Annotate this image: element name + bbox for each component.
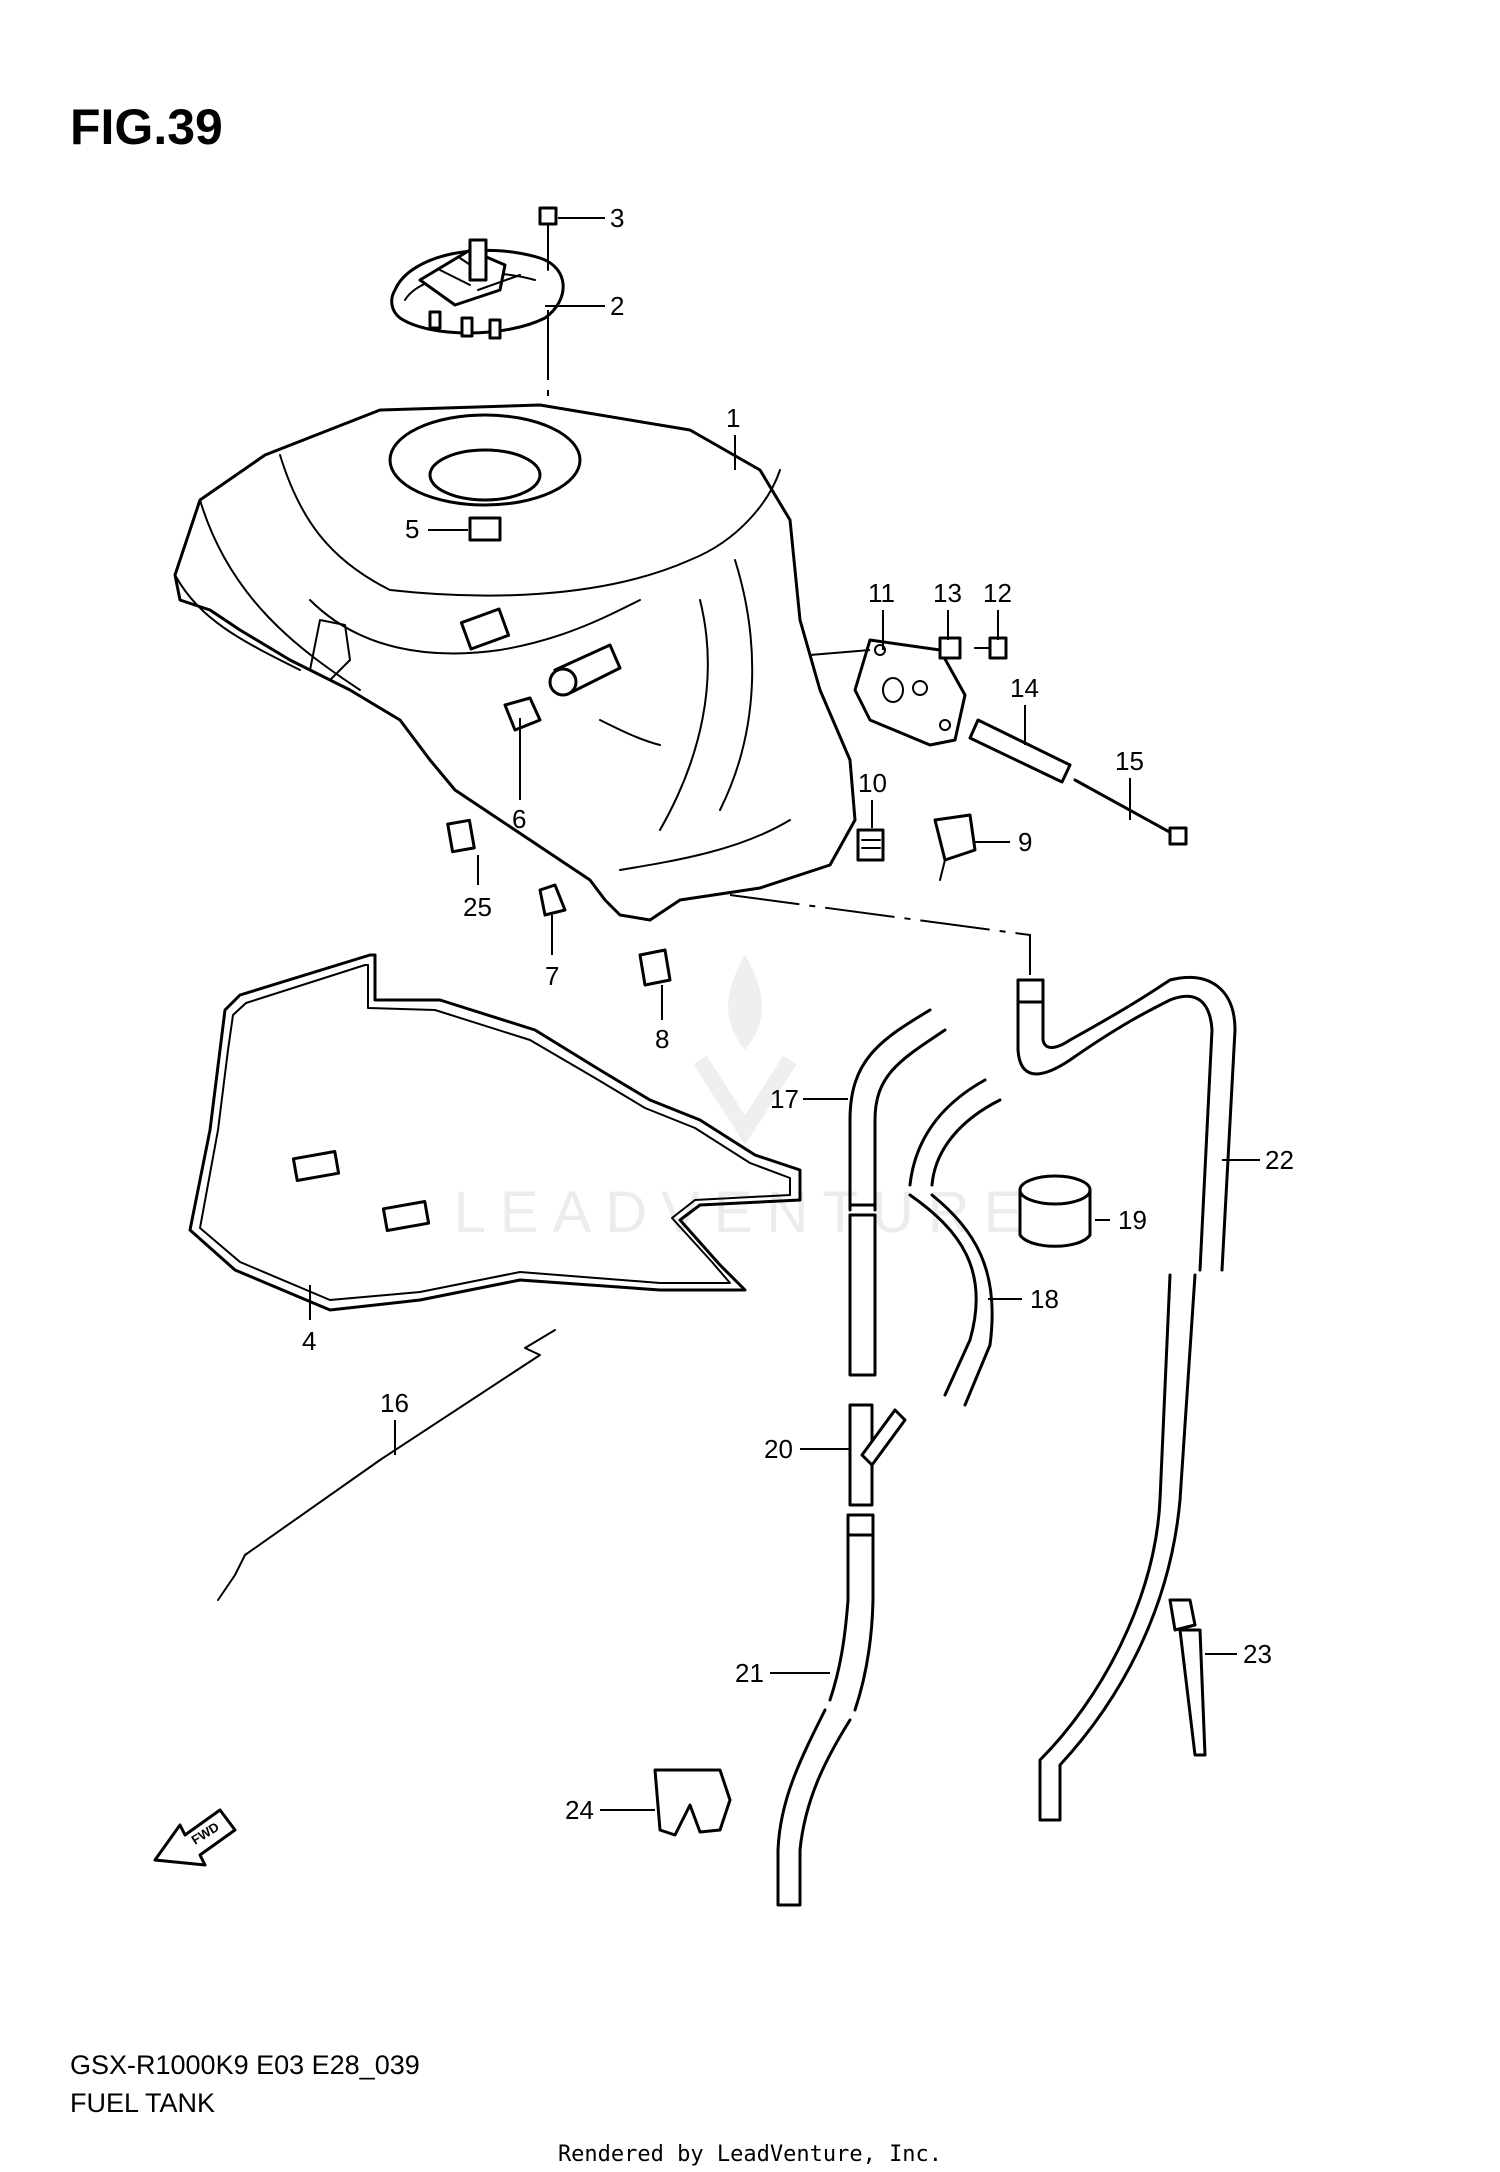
tank-cover-4 [188, 953, 802, 1312]
callout-25: 25 [463, 892, 492, 922]
bolt-12 [974, 636, 1008, 660]
connector-20 [848, 1403, 907, 1507]
callout-8: 8 [655, 1024, 669, 1054]
hose-21 [776, 1513, 875, 1907]
callout-3: 3 [610, 203, 624, 233]
callout-20: 20 [764, 1434, 793, 1464]
fwd-arrow-icon: FWD [153, 1808, 237, 1867]
leadventure-watermark: LEADVENTURE [454, 955, 1037, 1245]
clip-7 [538, 883, 567, 917]
tie-23 [1168, 1598, 1207, 1757]
bolt-3 [538, 206, 558, 271]
hose-22 [1016, 975, 1237, 1822]
clip-8 [638, 948, 672, 987]
watermark-text: LEADVENTURE [454, 1180, 1037, 1245]
damper-9 [933, 813, 977, 881]
rendered-by-credit: Rendered by LeadVenture, Inc. [557, 2142, 943, 2167]
callout-7: 7 [545, 961, 559, 991]
clip-25 [446, 818, 476, 854]
cushion-10-lines [861, 839, 881, 849]
nut-13 [938, 636, 962, 660]
callout-6: 6 [512, 804, 526, 834]
callout-12: 12 [983, 578, 1012, 608]
guide-line-hose [729, 894, 1031, 975]
callout-14: 14 [1010, 673, 1039, 703]
callout-19: 19 [1118, 1205, 1147, 1235]
label-5 [468, 516, 502, 542]
fuel-tank [173, 403, 857, 922]
callout-23: 23 [1243, 1639, 1272, 1669]
cover-tab-1 [291, 1150, 341, 1182]
callout-15: 15 [1115, 746, 1144, 776]
hose-17 [848, 1008, 947, 1377]
leader-lines [309, 217, 1260, 1811]
callout-21: 21 [735, 1658, 764, 1688]
callout-24: 24 [565, 1795, 594, 1825]
fuel-cap-assembly [390, 238, 565, 340]
rod-16 [217, 1329, 556, 1601]
section-name: FUEL TANK [70, 2088, 216, 2118]
guide-line-bracket [809, 649, 871, 656]
callout-1: 1 [726, 403, 740, 433]
bolt-15 [1073, 778, 1188, 846]
callout-labels: 3 2 1 5 6 11 13 12 14 15 10 9 25 7 8 17 … [302, 203, 1294, 1825]
callout-22: 22 [1265, 1145, 1294, 1175]
callout-9: 9 [1018, 827, 1032, 857]
callout-5: 5 [405, 514, 419, 544]
callout-10: 10 [858, 768, 887, 798]
figure-title: FIG.39 [70, 99, 223, 155]
cover-tab-2 [381, 1200, 431, 1232]
callout-16: 16 [380, 1388, 409, 1418]
clamp-24 [653, 1768, 732, 1837]
callout-2: 2 [610, 291, 624, 321]
callout-18: 18 [1030, 1284, 1059, 1314]
callout-11: 11 [868, 578, 895, 608]
callout-4: 4 [302, 1326, 316, 1356]
spacer-19 [1018, 1174, 1092, 1248]
hose-18 [908, 1078, 1002, 1407]
callout-17: 17 [770, 1084, 799, 1114]
callout-13: 13 [933, 578, 962, 608]
model-code: GSX-R1000K9 E03 E28_039 [70, 2050, 420, 2080]
sleeve-14 [968, 718, 1072, 784]
cushion-10 [856, 828, 885, 862]
